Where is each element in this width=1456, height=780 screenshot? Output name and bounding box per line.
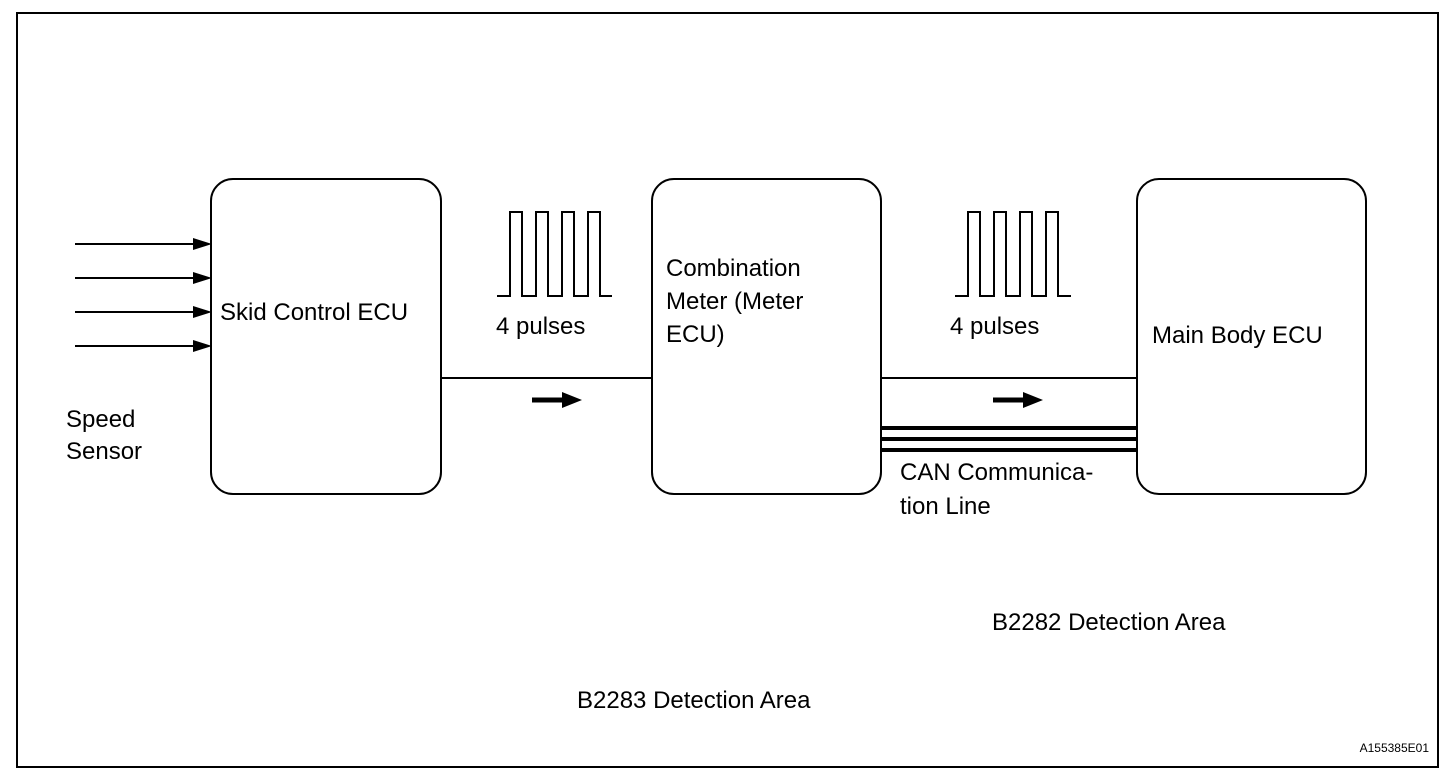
can-line-label: CAN Communica- tion Line <box>900 459 1100 520</box>
skid-control-ecu-label-line: Skid Control ECU <box>220 299 408 326</box>
main-body-ecu-label: Main Body ECU <box>1152 322 1323 349</box>
b2283-detection-area-label: B2283 Detection Area <box>577 687 811 714</box>
sensor-arrowhead <box>193 272 212 284</box>
can-line-label-line: tion Line <box>900 493 991 520</box>
skid-control-ecu-box <box>210 178 442 495</box>
combination-meter-label-line: Combination <box>666 255 801 282</box>
combination-meter-label: Combination Meter (Meter ECU) <box>666 255 810 348</box>
speed-sensor-label: Speed Sensor <box>66 406 142 465</box>
combination-meter-label-line: ECU) <box>666 321 725 348</box>
main-body-ecu-box <box>1136 178 1367 495</box>
speed-sensor-label-line: Speed <box>66 406 135 433</box>
figure-frame <box>16 12 1439 768</box>
sensor-arrowhead <box>193 340 212 352</box>
sensor-input-arrows <box>75 238 212 352</box>
b2282-detection-area-label: B2282 Detection Area <box>992 609 1226 636</box>
can-line-label-line: CAN Communica- <box>900 459 1093 486</box>
skid-control-ecu-label: Skid Control ECU <box>220 299 408 326</box>
pulse-label-2: 4 pulses <box>950 313 1039 340</box>
sensor-arrowhead <box>193 306 212 318</box>
sensor-arrowhead <box>193 238 212 250</box>
pulse-waveform-2 <box>955 211 1071 297</box>
pulse-waveform-1 <box>497 211 612 297</box>
combination-meter-label-line: Meter (Meter <box>666 288 803 315</box>
figure-id-label: A155385E01 <box>1360 741 1430 755</box>
speed-sensor-label-line: Sensor <box>66 438 142 465</box>
pulse-label-1: 4 pulses <box>496 313 585 340</box>
main-body-ecu-label-line: Main Body ECU <box>1152 322 1323 349</box>
combination-meter-box <box>651 178 882 495</box>
direction-arrow-2 <box>993 392 1043 408</box>
direction-arrow-1 <box>532 392 582 408</box>
can-bus-lines <box>881 426 1137 452</box>
